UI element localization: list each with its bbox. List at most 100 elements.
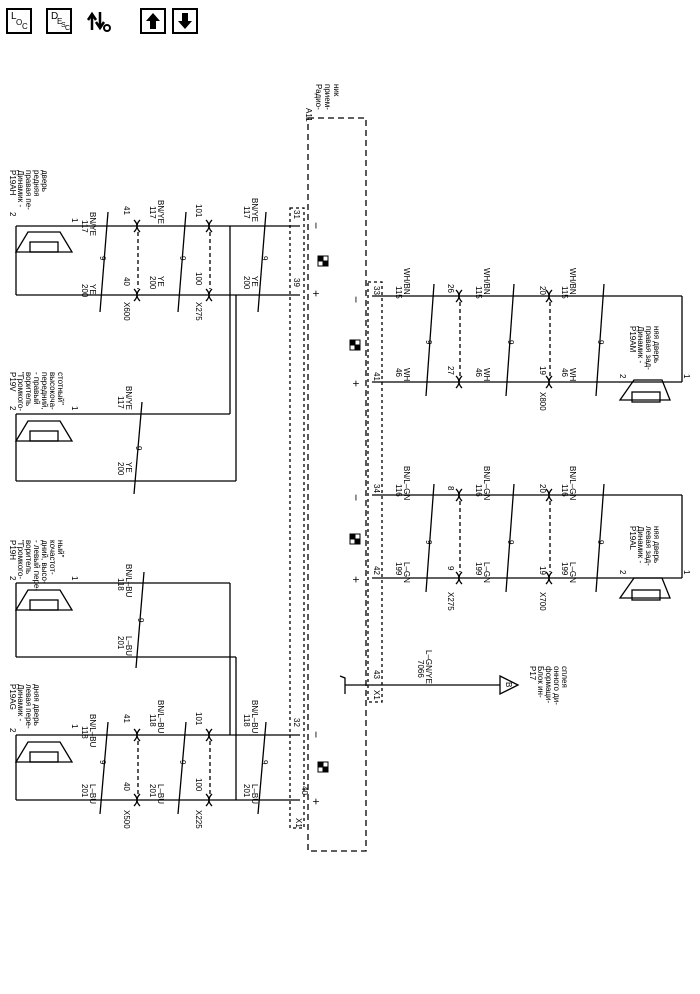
speaker-p19ag-icon (14, 741, 74, 763)
sign-minus-b: − (309, 731, 323, 738)
pin-40-c: 40 (300, 786, 309, 795)
p19am-name: Динамик -правая зад-няя дверь (636, 326, 661, 370)
pin-40-b: 40 (122, 782, 131, 791)
tool-up-down-icon[interactable] (86, 8, 112, 34)
module-symbol-icons (317, 255, 361, 773)
arrow-up-icon[interactable] (140, 8, 166, 34)
p19ag-pin1: 1 (70, 724, 79, 729)
twist-9: 9 (506, 540, 515, 545)
p19al-pin2: 2 (618, 570, 627, 575)
p19h-pin2: 2 (8, 576, 17, 581)
label-wh-a: WH (402, 368, 411, 382)
label-199-a: 199 (394, 562, 403, 576)
twist-9: 9 (596, 540, 605, 545)
label-bnlbu-b: BN/L–BU (88, 714, 97, 748)
connector-x800: X800 (538, 392, 547, 411)
module-a11-box (307, 117, 367, 852)
label-ye-b: YE (156, 276, 165, 287)
label-whbn-a: WH/BN (402, 268, 411, 295)
pin-101-a: 101 (194, 204, 203, 218)
pin-26: 26 (446, 284, 455, 293)
label-117-d: 117 (116, 396, 125, 409)
twist-9: 9 (136, 618, 145, 623)
pin-20-a: 20 (538, 286, 547, 295)
label-200-d: 200 (116, 462, 125, 476)
p19ah-ref: P19AH (8, 170, 17, 196)
desc-letter-c: C (65, 25, 71, 32)
arrow-down-icon[interactable] (172, 8, 198, 34)
pin-33: 33 (372, 286, 381, 295)
p19v-name: "Громкого-воритель- правыйпередний,высок… (16, 372, 65, 411)
p19ah-name: Динамик -правая пе-редняядверь (16, 170, 49, 210)
label-115-a: 115 (394, 286, 403, 299)
p19v-ref: P19V (8, 372, 17, 392)
loc-letter-o: O (16, 18, 23, 27)
pin-31: 31 (292, 210, 301, 219)
speaker-p19v-icon (14, 420, 74, 442)
pin-100-a: 100 (194, 272, 203, 286)
sign-minus-d: − (349, 494, 363, 501)
label-bnlbu-c: BN/L–BU (156, 700, 165, 734)
p19al-name: Динамик -левая зад-няя дверь (636, 526, 661, 566)
label-bnye-d: BN/YE (124, 386, 133, 410)
twist-9: 9 (260, 256, 269, 261)
twist-9: 9 (98, 256, 107, 261)
sign-minus-c: − (349, 296, 363, 303)
connector-x275-b: X275 (446, 592, 455, 611)
loc-letter-l: L (11, 11, 17, 22)
label-lbu-b: L–BU (88, 784, 97, 804)
label-lbu-d: L–BU (250, 784, 259, 804)
speaker-p19ah-icon (14, 231, 74, 253)
label-199-b: 199 (474, 562, 483, 576)
p19am-ref: P19AM (628, 326, 637, 353)
label-bnlbu-d: BN/L–BU (250, 700, 259, 734)
label-201-b: 201 (80, 784, 89, 798)
label-46-a: 46 (394, 368, 403, 377)
label-118-c: 118 (148, 714, 157, 727)
p19h-pin1: 1 (70, 576, 79, 581)
speaker-p19am-icon (618, 379, 671, 403)
pin-8: 8 (446, 486, 455, 491)
pin-27: 27 (446, 366, 455, 375)
connector-x1-left-label: X1 (294, 818, 303, 828)
connector-x600: X600 (122, 302, 131, 321)
desc-letter-e: E (57, 17, 63, 26)
p19ag-name: Динамик -левая пере-дняя дверь (16, 684, 41, 729)
label-115-b: 115 (474, 286, 483, 299)
description-button[interactable]: D E S C (46, 8, 72, 34)
connector-x500: X500 (122, 810, 131, 829)
label-116-b: 116 (474, 484, 483, 497)
p19h-ref: P19H (8, 540, 17, 560)
p19ag-pin2: 2 (8, 728, 17, 733)
label-lgn-c: L–GN (568, 562, 577, 583)
twist-9: 9 (98, 760, 107, 765)
connector-x275-a: X275 (194, 302, 203, 321)
pin-32: 32 (292, 718, 301, 727)
label-117-c: 117 (242, 206, 251, 219)
pin-39: 39 (292, 278, 301, 287)
location-button[interactable]: L O C (6, 8, 32, 34)
connector-x1-right-label: X1 (372, 690, 381, 700)
pin-43: 43 (372, 670, 381, 679)
label-bnye-a: BN/YE (88, 212, 97, 236)
label-ye-c: YE (250, 276, 259, 287)
pin-9: 9 (446, 566, 455, 571)
label-118-a: 118 (116, 578, 125, 591)
label-46-b: 46 (474, 368, 483, 377)
label-ye-d: YE (124, 462, 133, 473)
connector-arcs (133, 219, 553, 807)
label-200-b: 200 (148, 276, 157, 290)
p17-ref: P17 (528, 666, 537, 681)
pin-40-a: 40 (122, 277, 131, 286)
label-bnlgn-c: BN/L–GN (568, 466, 577, 500)
p19v-pin1: 1 (70, 406, 79, 411)
module-ref: A11 (304, 108, 313, 122)
label-201-a: 201 (116, 636, 125, 650)
label-lgn-b: L–GN (482, 562, 491, 583)
label-201-c: 201 (148, 784, 157, 798)
p19am-pin2: 2 (618, 374, 627, 379)
label-lbu-c: L–BU (156, 784, 165, 804)
pin-20-b: 20 (538, 484, 547, 493)
p19ah-pin1: 1 (70, 218, 79, 223)
